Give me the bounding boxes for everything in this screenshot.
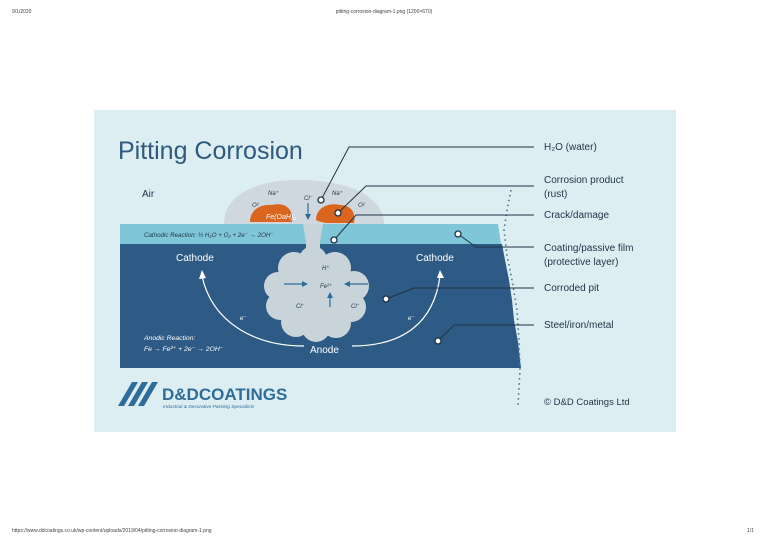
ion-fe-2plus: Fe²⁺ — [320, 283, 332, 290]
cathode-left-label: Cathode — [176, 253, 214, 264]
ion-cl-pit-left: Cl⁻ — [296, 304, 305, 310]
anodic-reaction-title: Anodic Reaction: — [143, 335, 195, 342]
logo-mark — [118, 382, 158, 406]
electron-right: e⁻ — [408, 316, 415, 322]
callout-steel: Steel/iron/metal — [544, 320, 613, 331]
callout-coating-line1: Coating/passive film — [544, 243, 633, 254]
callout-crack: Crack/damage — [544, 210, 609, 221]
air-label: Air — [142, 189, 155, 200]
copyright: © D&D Coatings Ltd — [544, 397, 630, 408]
callout-water: H₂O (water) — [544, 142, 597, 153]
cathodic-reaction: Cathodic Reaction: ½ H₂O + O₂ + 2e⁻ → 2O… — [144, 232, 274, 239]
print-page-number: 1/1 — [747, 528, 754, 534]
callout-coating-line2: (protective layer) — [544, 257, 618, 268]
callout-corrosion-product-line1: Corrosion product — [544, 175, 624, 186]
diagram-panel: Pitting Corrosion Air Fe(OaH)₂ Na⁺ O² Cl… — [94, 110, 676, 432]
ion-na-right: Na⁺ — [332, 190, 343, 197]
ion-cl-pit-right: Cl⁻ — [351, 304, 360, 310]
ion-cl-top: Cl⁻ — [304, 196, 313, 202]
ion-o2-left: O² — [252, 203, 260, 209]
logo: D&DCOATINGS Industrial & Decorative Pain… — [118, 382, 287, 410]
electron-left: e⁻ — [240, 316, 247, 322]
pitting-corrosion-diagram: Pitting Corrosion Air Fe(OaH)₂ Na⁺ O² Cl… — [94, 110, 676, 432]
cathode-right-label: Cathode — [416, 253, 454, 264]
ion-na-left: Na⁺ — [268, 190, 279, 197]
water-droplet — [224, 180, 384, 224]
ion-h-plus: H⁺ — [322, 265, 330, 272]
logo-wordmark: D&DCOATINGS — [162, 385, 287, 404]
callout-corrosion-product-line2: (rust) — [544, 189, 567, 200]
anodic-reaction-formula: Fe → Fe²⁺ + 2e⁻ → 2OH⁻ — [144, 346, 224, 353]
callout-pit: Corroded pit — [544, 283, 599, 294]
diagram-title: Pitting Corrosion — [118, 137, 303, 165]
logo-tagline: Industrial & Decorative Painting Special… — [163, 404, 255, 410]
print-url: https://www.ddcoatings.co.uk/wp-content/… — [12, 528, 212, 534]
anode-label: Anode — [310, 345, 339, 356]
ion-o2-right: O² — [358, 203, 366, 209]
print-title: pitting-corrosion-diagram-1.png (1200×67… — [0, 9, 768, 15]
rust-formula: Fe(OaH)₂ — [266, 214, 296, 221]
